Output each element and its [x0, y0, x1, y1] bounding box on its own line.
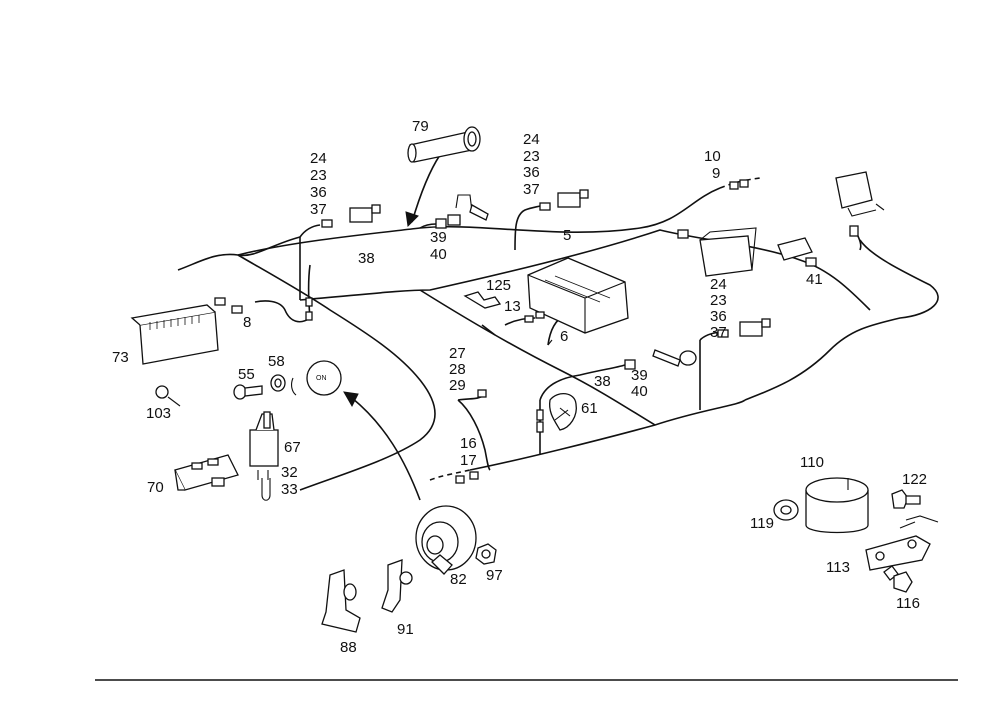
label-73: 73	[112, 349, 129, 366]
label-37: 37	[310, 201, 327, 218]
part-58-washer	[270, 374, 297, 396]
part-5-module	[527, 257, 629, 334]
part-67-relay	[249, 411, 279, 480]
label-40: 40	[631, 383, 648, 400]
label-82: 82	[450, 571, 467, 588]
label-23: 23	[523, 148, 540, 165]
label-24: 24	[523, 131, 540, 148]
part-61-clip	[548, 393, 577, 431]
connectors	[214, 179, 859, 484]
label-8: 8	[243, 314, 251, 331]
label-125: 125	[486, 277, 511, 294]
label-16: 16	[460, 435, 477, 452]
label-41: 41	[806, 271, 823, 288]
label-70: 70	[147, 479, 164, 496]
part-13-connector	[524, 311, 545, 323]
svg-text:ON: ON	[316, 375, 327, 382]
label-110: 110	[800, 454, 824, 471]
part-110-canister	[805, 477, 869, 534]
part-relay-block	[699, 227, 757, 277]
label-40: 40	[430, 246, 447, 263]
label-13: 13	[504, 298, 521, 315]
label-33: 33	[281, 481, 298, 498]
part-55-screw	[233, 384, 263, 400]
label-97: 97	[486, 567, 503, 584]
label-24: 24	[710, 276, 727, 293]
label-61: 61	[581, 400, 598, 417]
label-39: 39	[631, 367, 648, 384]
label-38: 38	[594, 373, 611, 390]
label-36: 36	[523, 164, 540, 181]
label-67: 67	[284, 439, 301, 456]
label-29: 29	[449, 377, 466, 394]
part-70-box	[174, 454, 239, 491]
label-36: 36	[310, 184, 327, 201]
label-17: 17	[460, 452, 477, 469]
label-24: 24	[310, 150, 327, 167]
label-113: 113	[826, 559, 850, 576]
label-10: 10	[704, 148, 721, 165]
label-9: 9	[712, 165, 720, 182]
callout-labels: 79 24 23 36 37 24 23 36 37 10 9 39 40 38…	[112, 118, 927, 656]
part-103-bulb	[155, 385, 181, 407]
part-82-horn	[415, 505, 477, 575]
arrows	[343, 154, 441, 501]
label-122: 122	[902, 471, 927, 488]
label-88: 88	[340, 639, 357, 656]
part-6-lead	[547, 339, 553, 346]
label-6: 6	[560, 328, 568, 345]
part-88-bracket	[321, 569, 361, 633]
label-55: 55	[238, 366, 255, 383]
label-27: 27	[449, 345, 466, 362]
label-116: 116	[896, 595, 920, 612]
part-41-bracket	[777, 237, 813, 261]
label-119: 119	[750, 515, 774, 532]
part-119-cap	[773, 499, 799, 521]
label-28: 28	[449, 361, 466, 378]
label-79: 79	[412, 118, 429, 135]
label-38: 38	[358, 250, 375, 267]
label-23: 23	[310, 167, 327, 184]
part-top-right-relay	[835, 171, 885, 217]
label-37: 37	[710, 324, 727, 341]
label-91: 91	[397, 621, 414, 638]
part-97-nut	[475, 543, 497, 565]
part-122-bolt	[891, 489, 939, 529]
part-113-bracket	[865, 535, 931, 571]
part-116-bolt	[883, 565, 913, 593]
label-23: 23	[710, 292, 727, 309]
label-36: 36	[710, 308, 727, 325]
label-39: 39	[430, 229, 447, 246]
part-91-bracket	[381, 559, 413, 613]
label-58: 58	[268, 353, 285, 370]
label-103: 103	[146, 405, 171, 422]
part-round-switch: ON	[306, 360, 342, 396]
part-125-bracket	[463, 291, 502, 309]
main-harness	[177, 177, 939, 491]
label-5: 5	[563, 227, 571, 244]
label-32: 32	[281, 464, 298, 481]
part-79-sleeve	[407, 126, 481, 163]
label-37: 37	[523, 181, 540, 198]
part-32-33-plugs	[261, 478, 271, 501]
part-73-control-unit	[130, 304, 219, 365]
